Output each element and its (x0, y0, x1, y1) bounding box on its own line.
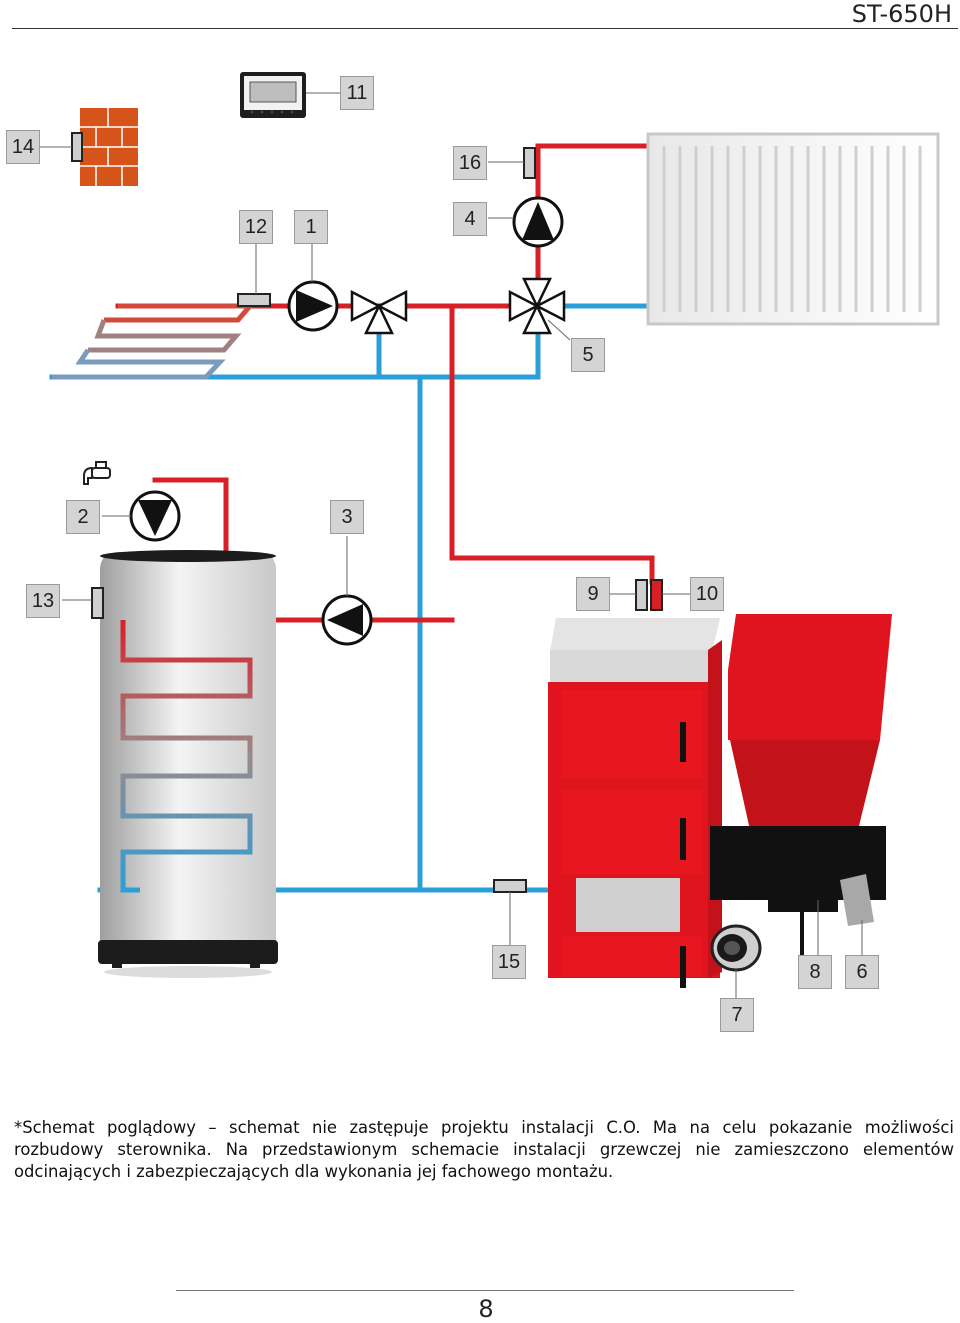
label-15: 15 (492, 945, 526, 979)
label-10: 10 (690, 577, 724, 611)
pump-3-icon (321, 594, 373, 646)
tank-coil (120, 620, 253, 893)
hot-water-tank-icon (91, 550, 278, 978)
room-wall-icon (71, 108, 138, 186)
label-6: 6 (845, 955, 879, 989)
document-title: ST-650H (851, 0, 952, 28)
pump-1-icon (287, 280, 339, 332)
label-5: 5 (571, 338, 605, 372)
label-2: 2 (66, 500, 100, 534)
blower-fan-icon (710, 924, 762, 972)
fuel-feeder-icon (710, 614, 892, 958)
radiator-icon (646, 132, 940, 326)
mixing-valve-5-icon (508, 277, 566, 335)
label-9: 9 (576, 577, 610, 611)
label-7: 7 (720, 998, 754, 1032)
sensor-10-icon (650, 579, 663, 611)
boiler-icon (548, 618, 722, 988)
label-leaders (40, 92, 863, 998)
sensor-16-icon (523, 147, 536, 179)
label-3: 3 (330, 500, 364, 534)
label-16: 16 (453, 146, 487, 180)
tap-icon (83, 461, 111, 485)
header-rule (12, 28, 958, 29)
sensor-15-icon (493, 879, 527, 893)
schematic-disclaimer: *Schemat poglądowy – schemat nie zastępu… (14, 1118, 954, 1181)
label-13: 13 (26, 584, 60, 618)
label-8: 8 (798, 955, 832, 989)
label-4: 4 (453, 202, 487, 236)
room-regulator-icon (240, 72, 306, 118)
sensor-12-icon (237, 293, 271, 307)
pump-4-icon (512, 196, 564, 248)
sensor-9-icon (635, 579, 648, 611)
mixing-valve-1-icon (350, 289, 408, 335)
label-1: 1 (294, 210, 328, 244)
footer-rule (176, 1290, 794, 1291)
label-14: 14 (6, 130, 40, 164)
pump-2-icon (129, 490, 181, 542)
underfloor-heating-loops (52, 303, 256, 380)
label-12: 12 (239, 210, 273, 244)
supply-pipes (115, 143, 655, 623)
label-11: 11 (340, 76, 374, 110)
page-number: 8 (478, 1295, 494, 1323)
heating-schematic (40, 72, 940, 998)
